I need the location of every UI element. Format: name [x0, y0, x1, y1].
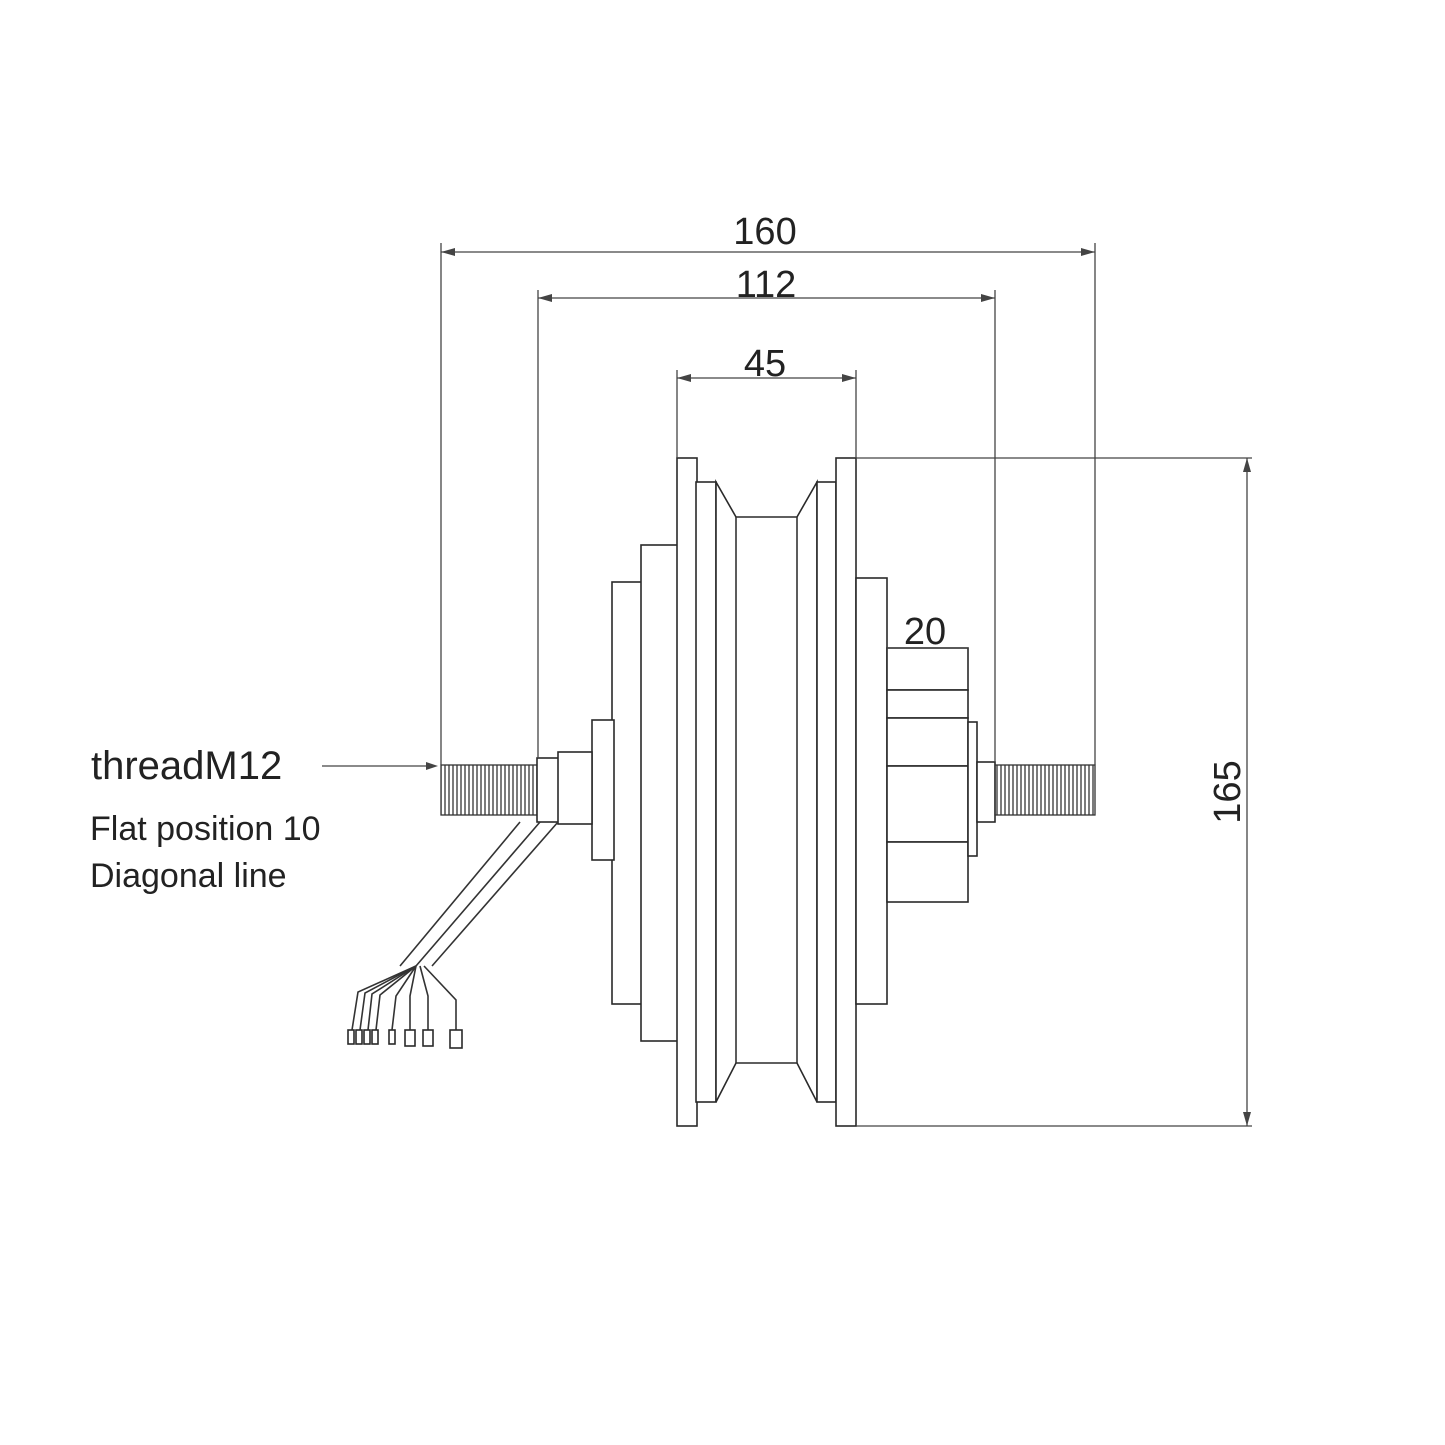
right-block-top [886, 647, 969, 691]
left-boss [591, 719, 615, 861]
right-rim-step [816, 481, 837, 1103]
motor-cable [347, 821, 559, 1049]
connector-8 [449, 1029, 463, 1049]
connector-7 [422, 1029, 434, 1047]
diagonal-line-note: Diagonal line [90, 857, 287, 895]
dimension-160: 160 [440, 211, 1096, 765]
dimension-112: 112 [537, 264, 996, 762]
dimension-20: 20 [887, 611, 968, 653]
connector-1 [347, 1029, 355, 1045]
right-block-bottom [886, 841, 969, 903]
right-side-flange [855, 577, 888, 1005]
right-block-mid [886, 717, 969, 767]
connector-4 [371, 1029, 379, 1045]
left-axle-nut [536, 757, 560, 823]
connector-2 [355, 1029, 363, 1045]
left-outer-flange [611, 581, 643, 1005]
axle [440, 751, 1096, 825]
dim-45-label: 45 [744, 343, 786, 385]
right-axle-thread [994, 764, 1096, 816]
hub-body [591, 457, 996, 1127]
right-rim-flange [835, 457, 857, 1127]
dim-20-label: 20 [904, 611, 946, 653]
left-axle-shoulder [557, 751, 593, 825]
connector-3 [363, 1029, 371, 1045]
left-rim-flange [676, 457, 698, 1127]
rim-groove [715, 478, 818, 1103]
flat-position-note: Flat position 10 [90, 810, 321, 848]
left-mid-flange [640, 544, 679, 1042]
dimension-45: 45 [676, 343, 857, 458]
dim-165-label: 165 [1207, 760, 1249, 823]
dim-160-label: 160 [733, 211, 796, 253]
left-rim-step [695, 481, 717, 1103]
connector-6 [404, 1029, 416, 1047]
thread-leader [322, 762, 438, 770]
right-block-upper [886, 689, 969, 719]
right-spacer [976, 761, 996, 823]
thread-note: threadM12 [91, 744, 283, 788]
dimension-165: 165 [856, 457, 1252, 1127]
right-block-lower [886, 765, 969, 843]
right-collar [967, 721, 978, 857]
dim-112-label: 112 [736, 264, 797, 306]
left-axle-thread [440, 764, 539, 816]
connector-5 [388, 1029, 396, 1045]
